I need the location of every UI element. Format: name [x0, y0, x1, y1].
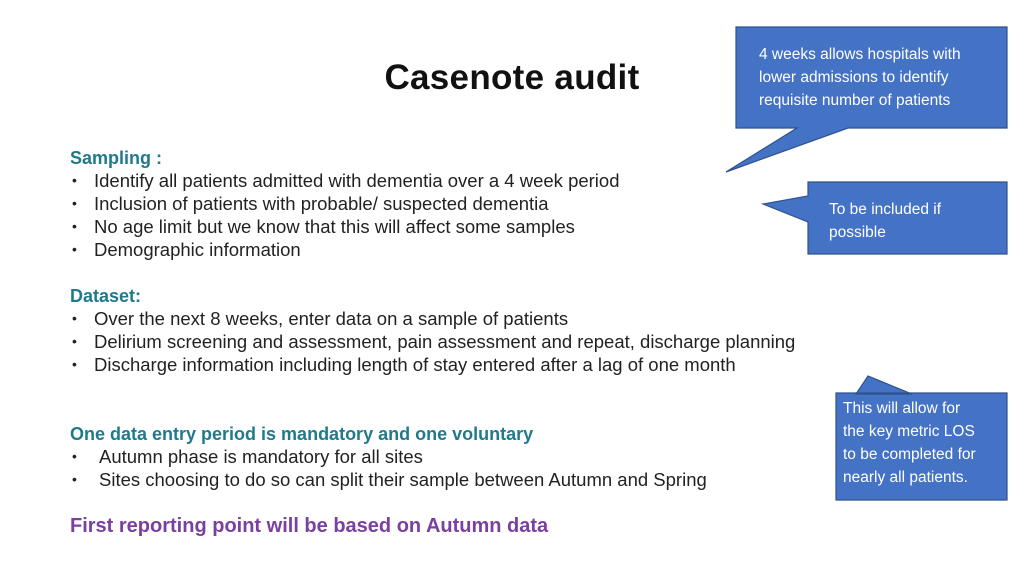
bullet-icon: •	[72, 218, 77, 234]
list-item: •Demographic information	[72, 239, 301, 260]
list-item: •Delirium screening and assessment, pain…	[72, 331, 796, 352]
sampling-list: •Identify all patients admitted with dem…	[70, 169, 620, 261]
dataset-heading: Dataset:	[70, 286, 142, 306]
bullet-icon: •	[72, 241, 77, 257]
data-entry-list: •Autumn phase is mandatory for all sites…	[70, 445, 707, 491]
list-item: •No age limit but we know that this will…	[72, 216, 575, 237]
list-item: •Autumn phase is mandatory for all sites	[72, 446, 423, 467]
bullet-icon: •	[72, 448, 77, 464]
list-item: •Discharge information including length …	[72, 354, 736, 375]
bullet-icon: •	[72, 195, 77, 211]
dataset-list: •Over the next 8 weeks, enter data on a …	[70, 307, 795, 376]
sampling-heading: Sampling :	[70, 148, 163, 168]
callout-included: To be included if possible	[829, 201, 942, 241]
data-entry-heading: One data entry period is mandatory and o…	[70, 424, 534, 444]
page-title: Casenote audit	[384, 58, 640, 97]
list-item: •Sites choosing to do so can split their…	[72, 469, 707, 490]
list-item: •Over the next 8 weeks, enter data on a …	[72, 308, 569, 329]
list-item: •Identify all patients admitted with dem…	[72, 170, 620, 191]
callout-los: This will allow for the key metric LOS t…	[843, 400, 976, 486]
bullet-icon: •	[72, 356, 77, 372]
callout-weeks: 4 weeks allows hospitals with lower admi…	[759, 46, 961, 109]
reporting-statement: First reporting point will be based on A…	[70, 515, 549, 537]
bullet-icon: •	[72, 172, 77, 188]
bullet-icon: •	[72, 310, 77, 326]
bullet-icon: •	[72, 333, 77, 349]
bullet-icon: •	[72, 471, 77, 487]
list-item: •Inclusion of patients with probable/ su…	[72, 193, 549, 214]
